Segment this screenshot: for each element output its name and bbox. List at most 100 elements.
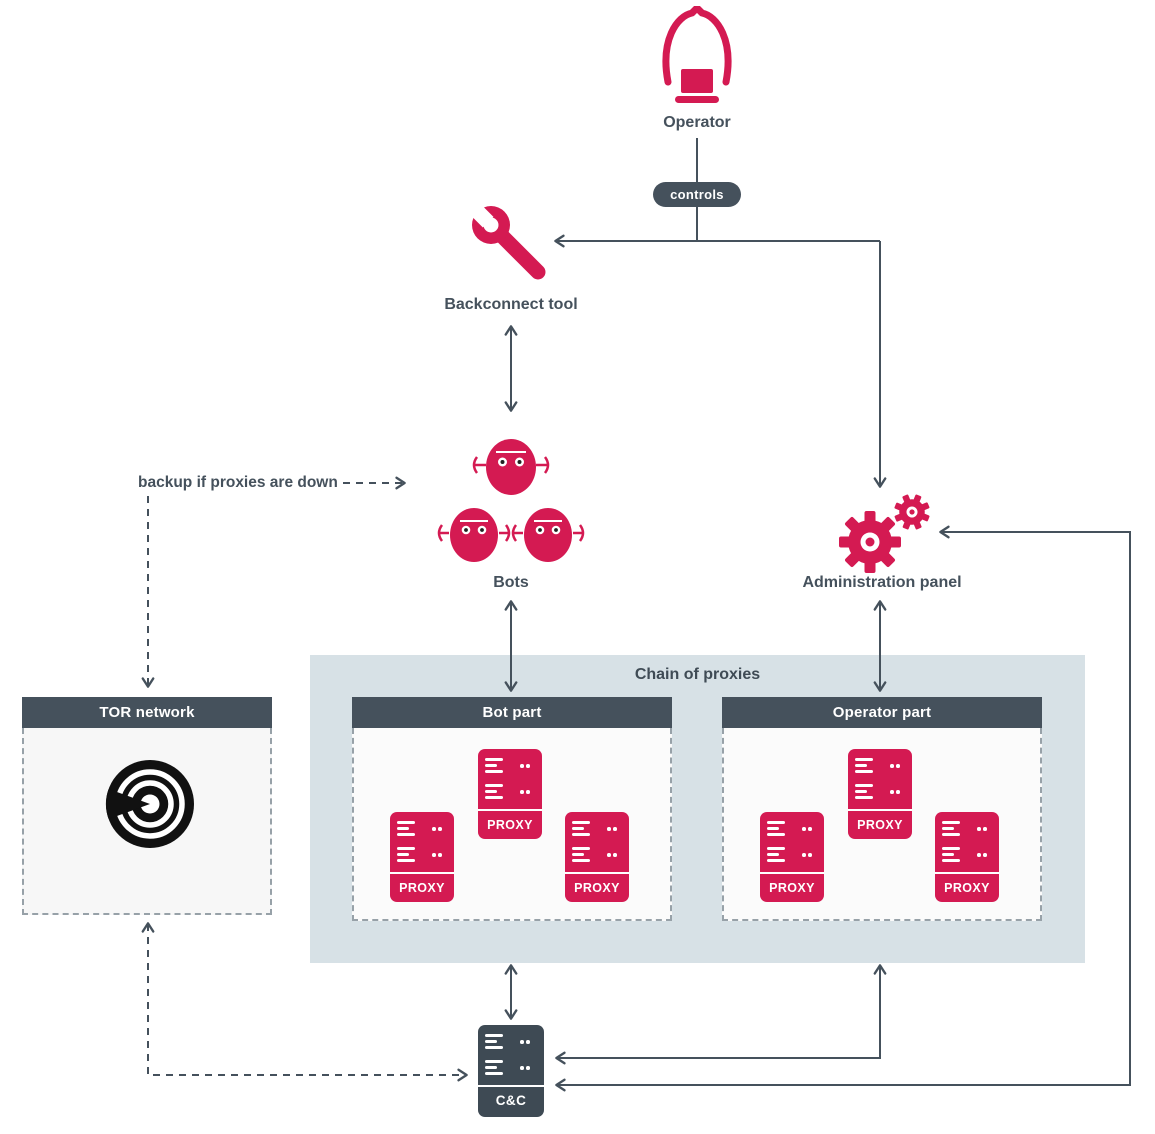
wrench-slot-center-shape [483,217,499,233]
server-dot [607,827,611,831]
bots-label: Bots [493,574,529,591]
gears-icon [839,494,930,573]
server-dot [438,853,442,857]
bot-part-header: Bot part [352,697,672,728]
backup-note: backup if proxies are down [134,472,342,494]
server-line [855,758,873,761]
server-line [485,1034,503,1037]
server-dot [890,764,894,768]
bots-icon [437,439,585,562]
server-dot [607,853,611,857]
server-divider [390,872,454,874]
controls-badge: controls [653,182,741,207]
server-line [485,1046,503,1049]
tor-opening-shape [105,789,150,819]
server-dot [977,853,981,857]
proxy-label: PROXY [857,818,903,832]
tor-header: TOR network [22,697,272,728]
server-line [485,790,497,793]
proxy-server: PROXY [935,812,999,902]
server-line [485,1072,503,1075]
server-line [485,1060,503,1063]
server-line [397,859,415,862]
tor-onion-icon [105,760,194,848]
server-dot [526,1066,530,1070]
server-dot [526,764,530,768]
server-dot [520,764,524,768]
bot-top [472,439,550,495]
server-dot [977,827,981,831]
server-dot [896,790,900,794]
server-dot [520,790,524,794]
server-line [942,833,960,836]
server-line [572,833,590,836]
server-line [485,764,497,767]
server-dot [438,827,442,831]
proxy-label: PROXY [399,881,445,895]
server-dot [808,827,812,831]
server-line [485,784,503,787]
server-line [397,847,415,850]
wrench-handle-shape [492,226,546,280]
server-line [572,859,590,862]
server-line [572,853,584,856]
server-dot [520,1066,524,1070]
server-dot [613,853,617,857]
gear-large-shape [839,511,901,573]
server-dot [802,853,806,857]
server-dot [432,827,436,831]
server-line [942,821,960,824]
server-line [485,796,503,799]
server-line [855,770,873,773]
server-line [397,833,415,836]
gear-small-shape [894,494,930,530]
proxy-server: PROXY [390,812,454,902]
server-line [485,1066,497,1069]
server-dot [802,827,806,831]
server-line [572,821,590,824]
server-line [942,853,954,856]
proxy-label: PROXY [769,881,815,895]
server-line [855,764,867,767]
bot-right [511,508,585,562]
cnc-server: C&C [478,1025,544,1117]
server-line [397,827,409,830]
server-dot [613,827,617,831]
admin-panel-label: Administration panel [802,574,962,591]
server-line [855,784,873,787]
server-line [485,758,503,761]
cnc-label: C&C [495,1093,527,1108]
server-line [767,821,785,824]
connector-operatorpart-cnc [555,964,887,1065]
server-dot [808,853,812,857]
operator-label: Operator [663,114,731,131]
proxy-label: PROXY [574,881,620,895]
server-dot [520,1040,524,1044]
server-line [942,859,960,862]
server-line [767,847,785,850]
server-line [572,847,590,850]
server-line [485,770,503,773]
proxy-label: PROXY [487,818,533,832]
backconnect-label: Backconnect tool [444,296,578,313]
server-dot [432,853,436,857]
proxy-server: PROXY [478,749,542,839]
operator-icon [662,6,732,103]
server-line [855,790,867,793]
laptop-base-shape [675,96,719,103]
server-line [767,853,779,856]
server-divider [478,1085,544,1087]
bot-left [437,508,511,562]
server-line [397,821,415,824]
chain-of-proxies-panel: Chain of proxies Bot part Operator part [310,655,1085,963]
operator-part-header: Operator part [722,697,1042,728]
proxy-server: PROXY [565,812,629,902]
server-divider [478,809,542,811]
laptop-screen-shape [679,67,715,95]
server-dot [526,790,530,794]
server-line [855,796,873,799]
server-line [767,833,785,836]
proxy-server: PROXY [848,749,912,839]
server-line [767,827,779,830]
